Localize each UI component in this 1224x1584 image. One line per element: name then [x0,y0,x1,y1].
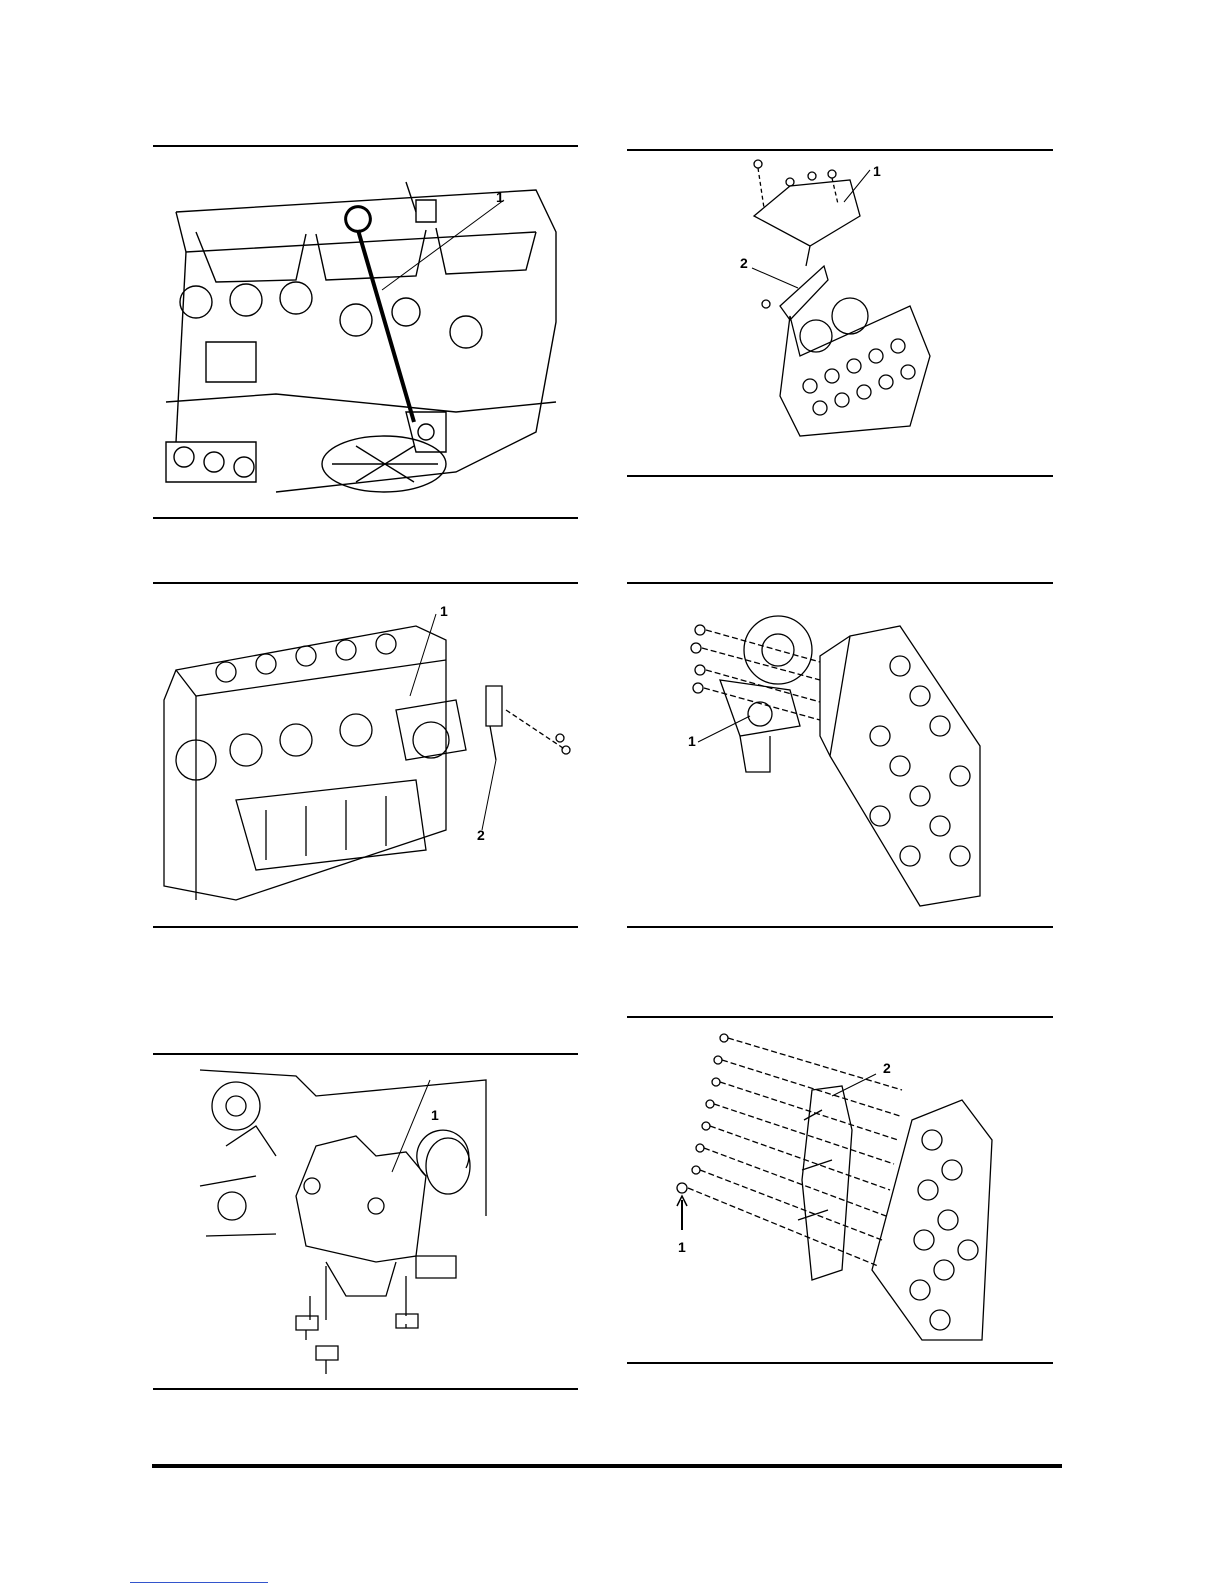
callout-label: 1 [678,1240,686,1254]
figure-dipstick [156,172,576,494]
figure-bottom-rule [153,1388,578,1390]
callout-label: 2 [740,256,748,270]
figure-bottom-rule [627,1362,1053,1364]
heat-shield-illustration [740,156,970,456]
figure-thermostat-housing [196,1066,492,1382]
figure-thermostat-bracket [156,600,576,912]
exhaust-manifold-illustration [672,1030,1002,1350]
callout-label: 1 [431,1108,439,1122]
figure-top-rule [627,149,1053,151]
turbocharger-illustration [680,596,1010,920]
callout-label: 1 [873,164,881,178]
figure-bottom-rule [627,926,1053,928]
callout-label: 1 [440,604,448,618]
figure-turbocharger [680,596,1010,920]
footer-rule [152,1464,1062,1468]
figure-top-rule [153,145,578,147]
figure-top-rule [153,582,578,584]
figure-top-rule [627,1016,1053,1018]
thermostat-bracket-illustration [156,600,576,912]
thermostat-housing-illustration [196,1066,492,1382]
figure-top-rule [627,582,1053,584]
callout-label: 2 [883,1061,891,1075]
figure-bottom-rule [153,926,578,928]
callout-label: 1 [688,734,696,748]
figure-exhaust-manifold [672,1030,1002,1350]
figure-top-rule [153,1053,578,1055]
dipstick-illustration [156,172,576,494]
figure-bottom-rule [153,517,578,519]
figure-heat-shield [740,156,970,456]
callout-label: 2 [477,828,485,842]
figure-bottom-rule [627,475,1053,477]
callout-label: 1 [496,190,504,204]
footer-link-underline[interactable] [130,1582,268,1583]
